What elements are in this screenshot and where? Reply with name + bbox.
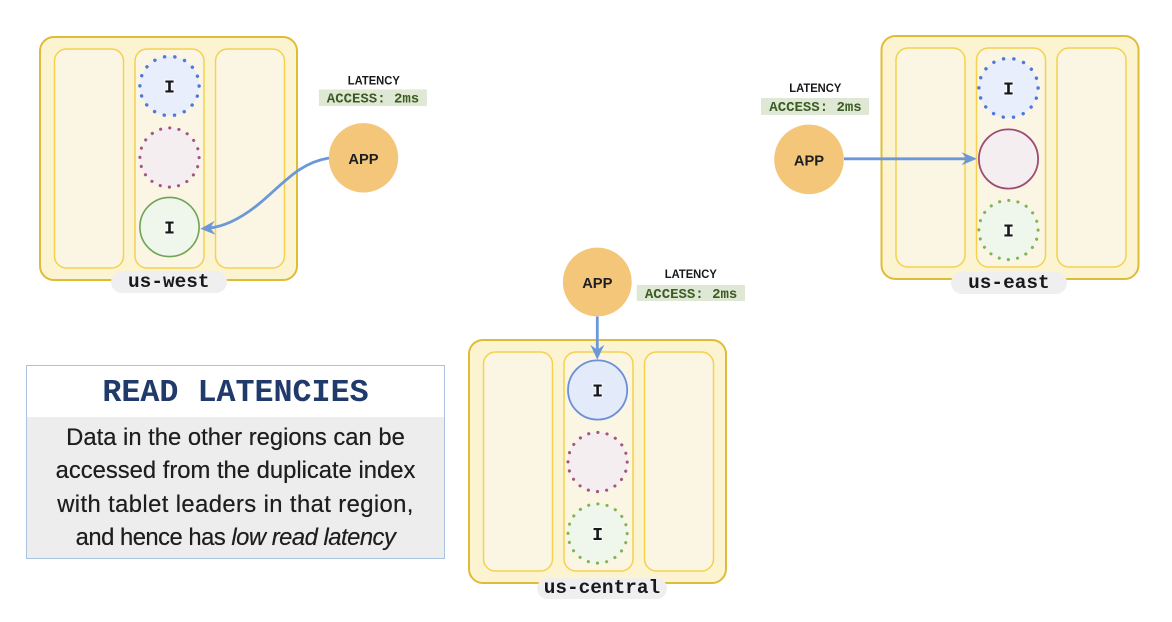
svg-text:APP: APP [794, 154, 824, 170]
svg-text:APP: APP [348, 152, 378, 168]
svg-text:LATENCY: LATENCY [348, 74, 400, 88]
svg-text:I: I [164, 220, 175, 240]
svg-text:I: I [1003, 81, 1014, 101]
svg-text:LATENCY: LATENCY [665, 267, 717, 281]
svg-text:I: I [164, 79, 175, 99]
svg-text:APP: APP [582, 276, 612, 292]
svg-text:ACCESS: 2ms: ACCESS: 2ms [769, 100, 861, 116]
svg-text:I: I [592, 526, 603, 546]
svg-text:I: I [592, 383, 603, 403]
svg-text:LATENCY: LATENCY [789, 81, 841, 95]
svg-text:ACCESS: 2ms: ACCESS: 2ms [327, 91, 419, 107]
svg-text:ACCESS: 2ms: ACCESS: 2ms [645, 287, 737, 303]
svg-text:I: I [1003, 223, 1014, 243]
